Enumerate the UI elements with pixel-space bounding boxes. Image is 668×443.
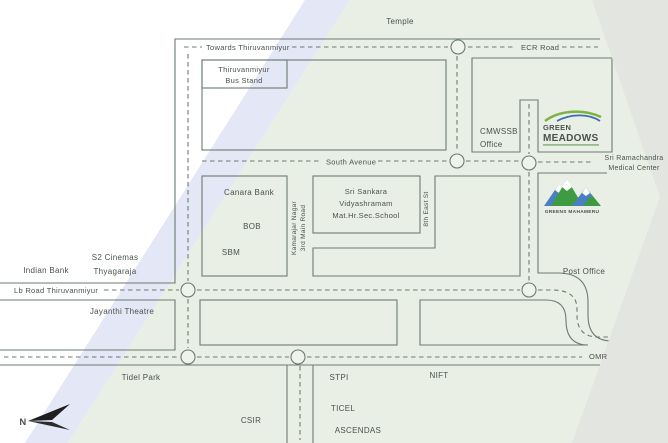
road-centerlines: [4, 46, 612, 440]
mountain-green-main: [551, 179, 583, 206]
north-label: N: [19, 417, 26, 428]
label-s2-cinemas: S2 Cinemas: [92, 253, 139, 262]
label-bob: BOB: [243, 222, 261, 231]
label-kamarajar-1: Kamarajar Nagar: [291, 200, 298, 255]
green-meadows-tagline-bar: [543, 144, 599, 146]
label-indian-bank: Indian Bank: [23, 266, 69, 275]
pale-corner-band: [572, 0, 668, 443]
north-compass: N: [19, 404, 70, 430]
road-edges: [0, 38, 616, 366]
block-school: [312, 175, 421, 234]
label-ticel: TICEL: [331, 404, 355, 413]
block-canara-bank: [201, 175, 288, 277]
block-bus-stand: [201, 59, 288, 89]
block-post-office: [537, 172, 620, 342]
logo-swoosh-green: [544, 110, 602, 122]
block-mid-a: [199, 299, 398, 346]
intersection-marker: [450, 39, 466, 55]
snow-cap: [582, 187, 590, 196]
label-post-office: Post Office: [563, 267, 606, 276]
north-arrow-icon: [28, 421, 70, 430]
label-bus-stand-1: Thiruvanmiyur: [218, 65, 270, 74]
label-8th-east-st: 8th East St: [423, 191, 430, 226]
map-labels: Temple Towards Thiruvanmiyur ECR Road So…: [14, 17, 663, 435]
greens-mahameru-logo: GREENS MAHAMERU: [544, 179, 601, 215]
intersection-marker: [449, 153, 465, 169]
greens-mahameru-label: GREENS MAHAMERU: [545, 209, 600, 215]
label-thyagaraja: Thyagaraja: [93, 267, 136, 276]
block-jayanthi: [0, 299, 176, 351]
edge-top-and-left: [0, 38, 600, 284]
label-sri-ramachandra-1: Sri Ramachandra: [605, 155, 664, 162]
intersection-marker: [521, 155, 537, 171]
label-ascendas: ASCENDAS: [335, 426, 381, 435]
label-bus-stand-2: Bus Stand: [225, 76, 262, 85]
label-temple: Temple: [386, 17, 414, 26]
snow-cap: [562, 179, 572, 191]
label-cmwssb-2: Office: [480, 140, 503, 149]
block-cmwssb-green-meadows: [471, 57, 613, 153]
intersection-marker: [180, 282, 196, 298]
map-green-region: [68, 0, 668, 443]
label-towards-thiruvanmiyur: Towards Thiruvanmiyur: [206, 43, 290, 52]
green-meadows-logo: GREEN MEADOWS: [543, 110, 602, 146]
green-meadows-word-meadows: MEADOWS: [543, 133, 598, 144]
north-arrow-icon: [28, 404, 70, 421]
block-bus-stand-area: [201, 59, 447, 151]
mountain-green-small: [583, 195, 601, 206]
label-lb-road: Lb Road Thiruvanmiyur: [14, 286, 98, 295]
label-omr: OMR: [589, 352, 608, 361]
label-school-2: Vidyashramam: [339, 199, 392, 208]
label-nift: NIFT: [430, 371, 449, 380]
label-south-avenue: South Avenue: [326, 158, 376, 167]
label-ecr-road: ECR Road: [521, 43, 559, 52]
intersection-markers: [180, 39, 537, 365]
intersection-marker: [521, 282, 537, 298]
label-school-1: Sri Sankara: [345, 187, 388, 196]
label-kamarajar-2: 3rd Main Road: [300, 205, 307, 252]
label-cmwssb-1: CMWSSB: [480, 127, 518, 136]
logo-swoosh-blue: [556, 114, 601, 122]
label-jayanthi-theatre: Jayanthi Theatre: [90, 307, 154, 316]
intersection-marker: [290, 349, 306, 365]
intersection-marker: [180, 349, 196, 365]
diagonal-stripe: [25, 0, 350, 443]
label-tidel-park: Tidel Park: [122, 373, 161, 382]
label-stpi: STPI: [330, 373, 349, 382]
label-csir: CSIR: [241, 416, 261, 425]
block-mid-b: [419, 299, 589, 346]
label-sbm: SBM: [222, 248, 240, 257]
green-meadows-word-green: GREEN: [543, 123, 571, 132]
label-canara-bank: Canara Bank: [224, 188, 275, 197]
label-school-3: Mat.Hr.Sec.School: [332, 211, 399, 220]
block-l-shaped: [312, 175, 521, 277]
label-sri-ramachandra-2: Medical Center: [608, 165, 660, 172]
